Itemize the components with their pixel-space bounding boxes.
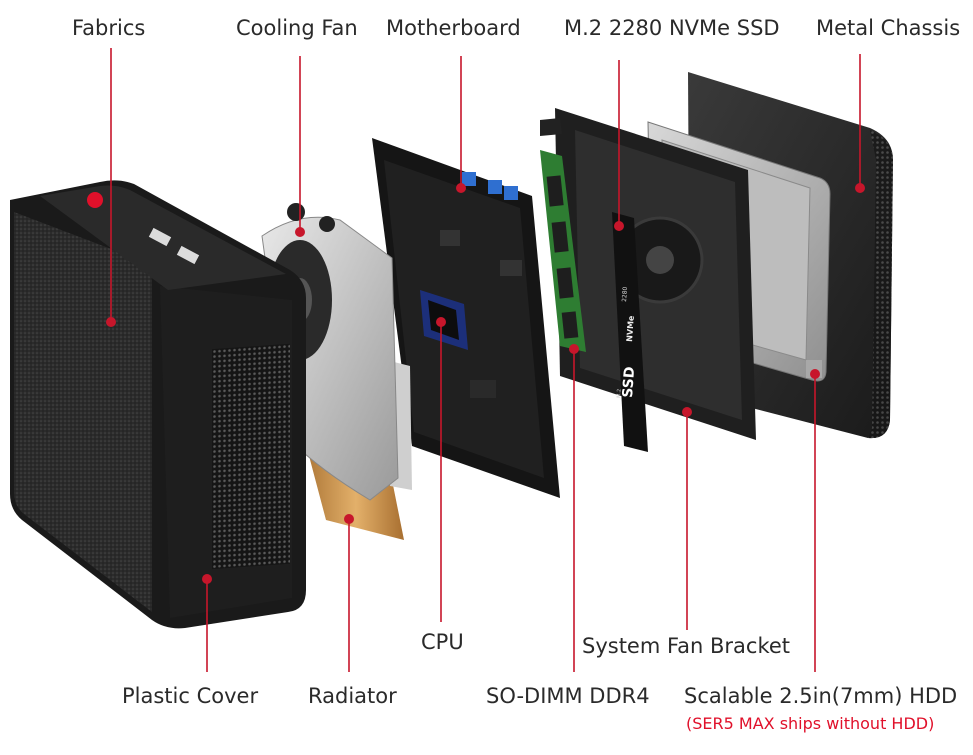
system-fan-bracket [540,108,756,440]
power-button-icon [87,192,103,208]
sodimm-module [540,150,586,352]
leader-lines [110,48,861,672]
label-ssd: M.2 2280 NVMe SSD [564,16,780,40]
label-plastic-cover: Plastic Cover [122,684,259,708]
label-radiator: Radiator [308,684,397,708]
label-hdd-note: (SER5 MAX ships without HDD) [686,714,935,733]
ssd-size-text: 2280 [621,286,629,302]
label-cpu: CPU [421,630,464,654]
plastic-cover [10,180,306,629]
label-cooling-fan: Cooling Fan [236,16,358,40]
label-motherboard: Motherboard [386,16,521,40]
label-system-fan-bracket: System Fan Bracket [582,634,791,658]
ssd-sub-text: NVMe [625,315,636,342]
label-fabrics: Fabrics [72,16,146,40]
label-hdd: Scalable 2.5in(7mm) HDD [684,684,958,708]
label-sodimm: SO-DIMM DDR4 [486,684,650,708]
motherboard [372,138,560,498]
leader-dots [106,183,865,584]
ssd-m2-text: M.2 [616,389,623,398]
nvme-ssd: 2280 NVMe SSD M.2 [612,212,648,452]
label-metal-chassis: Metal Chassis [816,16,961,40]
ssd-brand-text: SSD [620,366,638,398]
